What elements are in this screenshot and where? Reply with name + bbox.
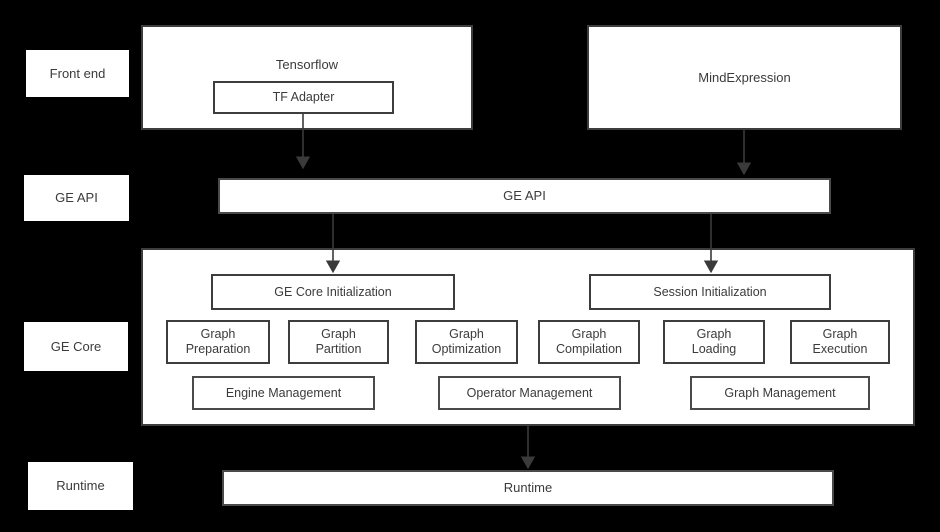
engine-management-box[interactable]: Engine Management bbox=[192, 376, 375, 410]
unit-graph-loading[interactable]: Graph Loading bbox=[663, 320, 765, 364]
unit-graph-optimization[interactable]: Graph Optimization bbox=[415, 320, 518, 364]
stage-label-runtime: Runtime bbox=[28, 462, 133, 510]
unit-graph-execution[interactable]: Graph Execution bbox=[790, 320, 890, 364]
stage-label-ge-core: GE Core bbox=[24, 322, 128, 371]
operator-management-box[interactable]: Operator Management bbox=[438, 376, 621, 410]
unit-graph-compilation[interactable]: Graph Compilation bbox=[538, 320, 640, 364]
graph-management-box[interactable]: Graph Management bbox=[690, 376, 870, 410]
frontend-mindexpression-panel[interactable]: MindExpression bbox=[587, 25, 902, 130]
tf-adapter-box[interactable]: TF Adapter bbox=[213, 81, 394, 114]
frontend-tensorflow-panel[interactable]: Tensorflow bbox=[141, 25, 473, 130]
ge-core-initialization-box[interactable]: GE Core Initialization bbox=[211, 274, 455, 310]
unit-graph-preparation[interactable]: Graph Preparation bbox=[166, 320, 270, 364]
unit-graph-partition[interactable]: Graph Partition bbox=[288, 320, 389, 364]
stage-label-ge-api: GE API bbox=[24, 175, 129, 221]
ge-api-bar[interactable]: GE API bbox=[218, 178, 831, 214]
stage-label-front-end: Front end bbox=[26, 50, 129, 97]
tensorflow-label: Tensorflow bbox=[275, 57, 339, 72]
runtime-bar[interactable]: Runtime bbox=[222, 470, 834, 506]
session-initialization-box[interactable]: Session Initialization bbox=[589, 274, 831, 310]
